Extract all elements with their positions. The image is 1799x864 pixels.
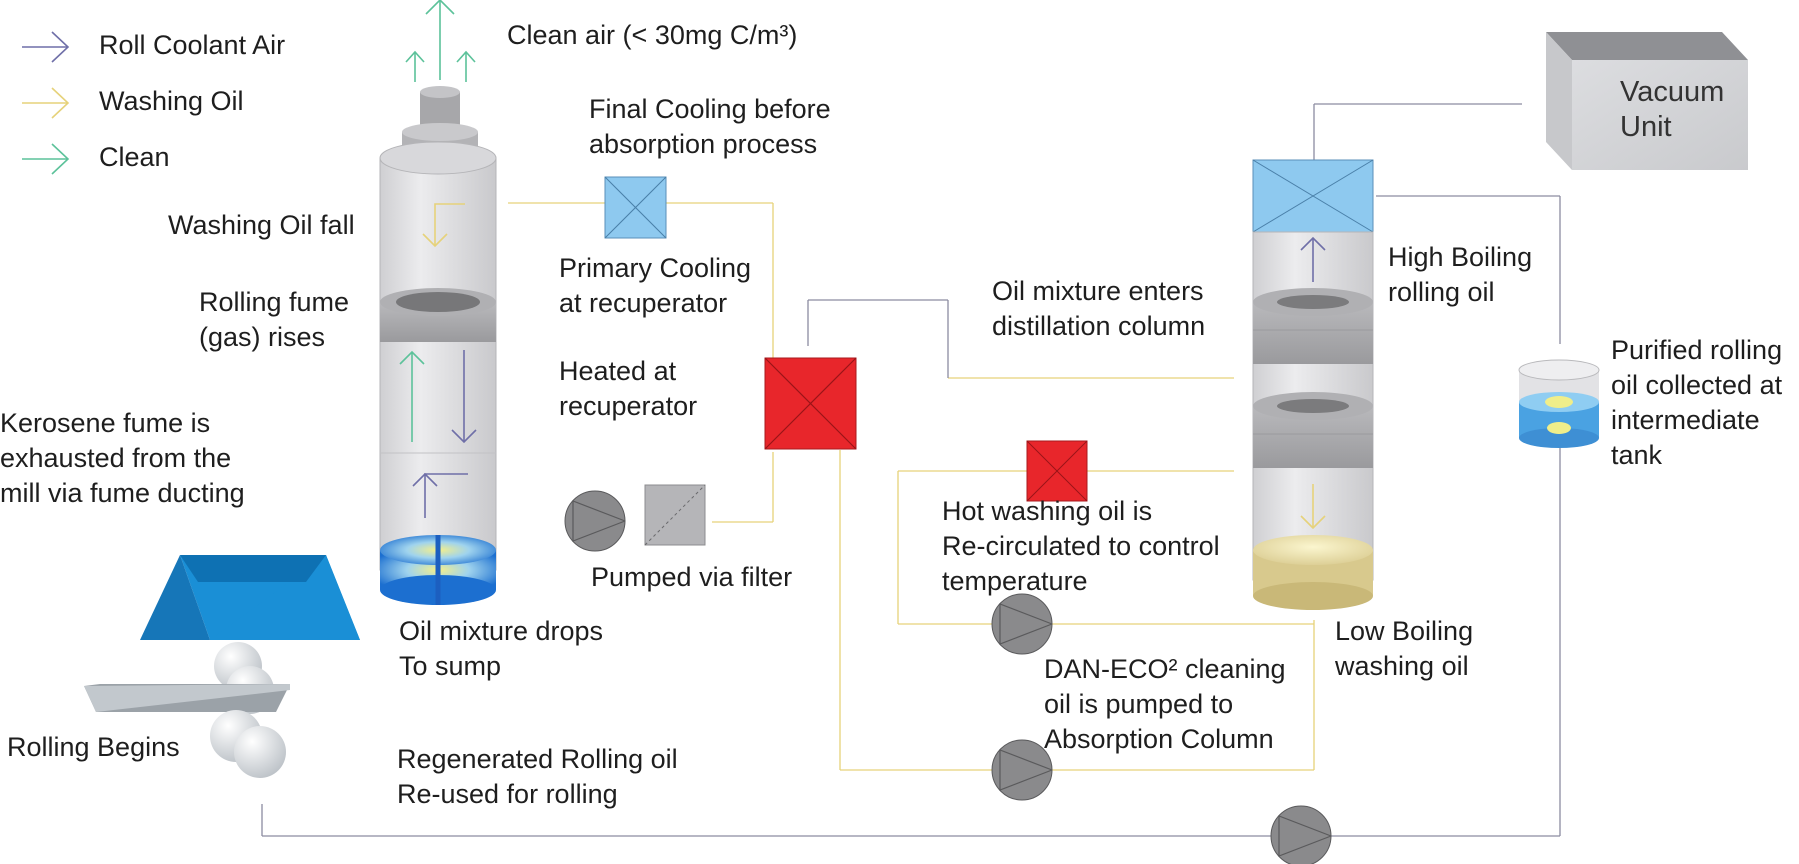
hot-washing-line-3: temperature	[942, 566, 1088, 596]
dan-eco-label: DAN-ECO² cleaning oil is pumped to Absor…	[1044, 652, 1286, 757]
final-cooling-line-2: absorption process	[589, 129, 818, 159]
recuperator-heater-icon	[764, 357, 857, 450]
feed-pump-icon	[564, 490, 626, 552]
coolant-air-piping	[261, 103, 1561, 837]
high-boiling-line-2: rolling oil	[1388, 277, 1495, 307]
coolant-up-arrow-icon	[412, 472, 468, 518]
purified-line-4: tank	[1611, 440, 1663, 470]
legend-roll-coolant-air-label: Roll Coolant Air	[99, 30, 286, 60]
rolling-fume-label: Rolling fume (gas) rises	[199, 285, 349, 355]
coolant-down-arrow-icon	[451, 350, 477, 444]
washing-oil-fall-label: Washing Oil fall	[168, 210, 355, 240]
kerosene-line-3: mill via fume ducting	[0, 478, 245, 508]
clean-air-label: Clean air (< 30mg C/m³)	[507, 20, 798, 50]
purified-line-3: intermediate	[1611, 405, 1760, 435]
rolling-fume-line-1: Rolling fume	[199, 287, 350, 317]
rolling-fume-line-2: (gas) rises	[199, 322, 326, 352]
vacuum-unit-line-1: Vacuum	[1620, 76, 1725, 108]
legend-clean-label: Clean	[99, 142, 170, 172]
legend-washing-oil-label: Washing Oil	[99, 86, 244, 116]
oil-down-arrow-icon	[1300, 484, 1326, 530]
high-boiling-label: High Boiling rolling oil	[1388, 240, 1532, 310]
filter-box-icon	[644, 484, 706, 546]
heated-line-1: Heated at	[559, 356, 677, 386]
distillation-column	[1252, 159, 1374, 610]
oil-mixture-drops-line-2: To sump	[399, 651, 502, 681]
rolling-mill	[84, 555, 360, 778]
fume-rise-arrow-icon	[399, 350, 425, 442]
recirculation-pump-icon	[991, 593, 1053, 655]
washing-oil-piping	[508, 202, 1315, 771]
hot-washing-line-1: Hot washing oil is	[942, 496, 1153, 526]
low-boiling-line-2: washing oil	[1335, 651, 1469, 681]
primary-cooling-line-1: Primary Cooling	[559, 253, 752, 283]
regenerated-line-2: Re-used for rolling	[397, 779, 618, 809]
dan-eco-line-2: oil is pumped to	[1044, 689, 1234, 719]
dan-eco-pump-icon	[991, 739, 1053, 801]
clean-air-arrows-icon	[405, 0, 476, 82]
legend-washing-oil-arrow-icon	[22, 87, 70, 119]
dan-eco-line-1: DAN-ECO² cleaning	[1044, 654, 1286, 684]
return-pump-icon	[1270, 805, 1332, 864]
absorption-column	[379, 86, 497, 605]
vapor-up-arrow-icon	[1300, 236, 1326, 282]
regenerated-label: Regenerated Rolling oil Re-used for roll…	[397, 742, 678, 812]
rolling-begins-label: Rolling Begins	[7, 732, 180, 762]
purified-line-1: Purified rolling	[1611, 335, 1783, 365]
regenerated-line-1: Regenerated Rolling oil	[397, 744, 678, 774]
oil-mixture-drops-label: Oil mixture drops To sump	[399, 614, 603, 684]
heated-label: Heated at recuperator	[559, 354, 697, 424]
kerosene-line-2: exhausted from the	[0, 443, 232, 473]
hot-washing-line-2: Re-circulated to control	[942, 531, 1220, 561]
dan-eco-line-3: Absorption Column	[1044, 724, 1274, 754]
recirculation-heater-icon	[1026, 440, 1088, 502]
final-cooling-line-1: Final Cooling before	[589, 94, 831, 124]
legend-roll-coolant-air-arrow-icon	[22, 31, 70, 63]
oil-enters-label: Oil mixture enters distillation column	[992, 274, 1205, 344]
heated-line-2: recuperator	[559, 391, 698, 421]
purified-line-2: oil collected at	[1611, 370, 1783, 400]
vacuum-unit-line-2: Unit	[1620, 111, 1672, 143]
low-boiling-line-1: Low Boiling	[1335, 616, 1474, 646]
intermediate-tank	[1518, 359, 1600, 448]
high-boiling-line-1: High Boiling	[1388, 242, 1533, 272]
pumped-filter-label: Pumped via filter	[591, 562, 793, 592]
final-cooling-label: Final Cooling before absorption process	[589, 92, 831, 162]
primary-cooling-label: Primary Cooling at recuperator	[559, 251, 751, 321]
oil-enters-line-2: distillation column	[992, 311, 1206, 341]
vacuum-unit-label: Vacuum Unit	[1620, 75, 1724, 145]
primary-cooling-line-2: at recuperator	[559, 288, 728, 318]
purified-label: Purified rolling oil collected at interm…	[1611, 333, 1782, 473]
low-boiling-label: Low Boiling washing oil	[1335, 614, 1473, 684]
kerosene-label: Kerosene fume is exhausted from the mill…	[0, 406, 245, 511]
vacuum-unit	[1546, 32, 1748, 170]
oil-mixture-drops-line-1: Oil mixture drops	[399, 616, 604, 646]
legend-clean-arrow-icon	[22, 143, 70, 175]
hot-washing-label: Hot washing oil is Re-circulated to cont…	[942, 494, 1220, 599]
oil-enters-line-1: Oil mixture enters	[992, 276, 1204, 306]
kerosene-line-1: Kerosene fume is	[0, 408, 211, 438]
primary-cooler-icon	[604, 176, 667, 239]
washing-oil-fall-arrow-icon	[422, 203, 465, 248]
